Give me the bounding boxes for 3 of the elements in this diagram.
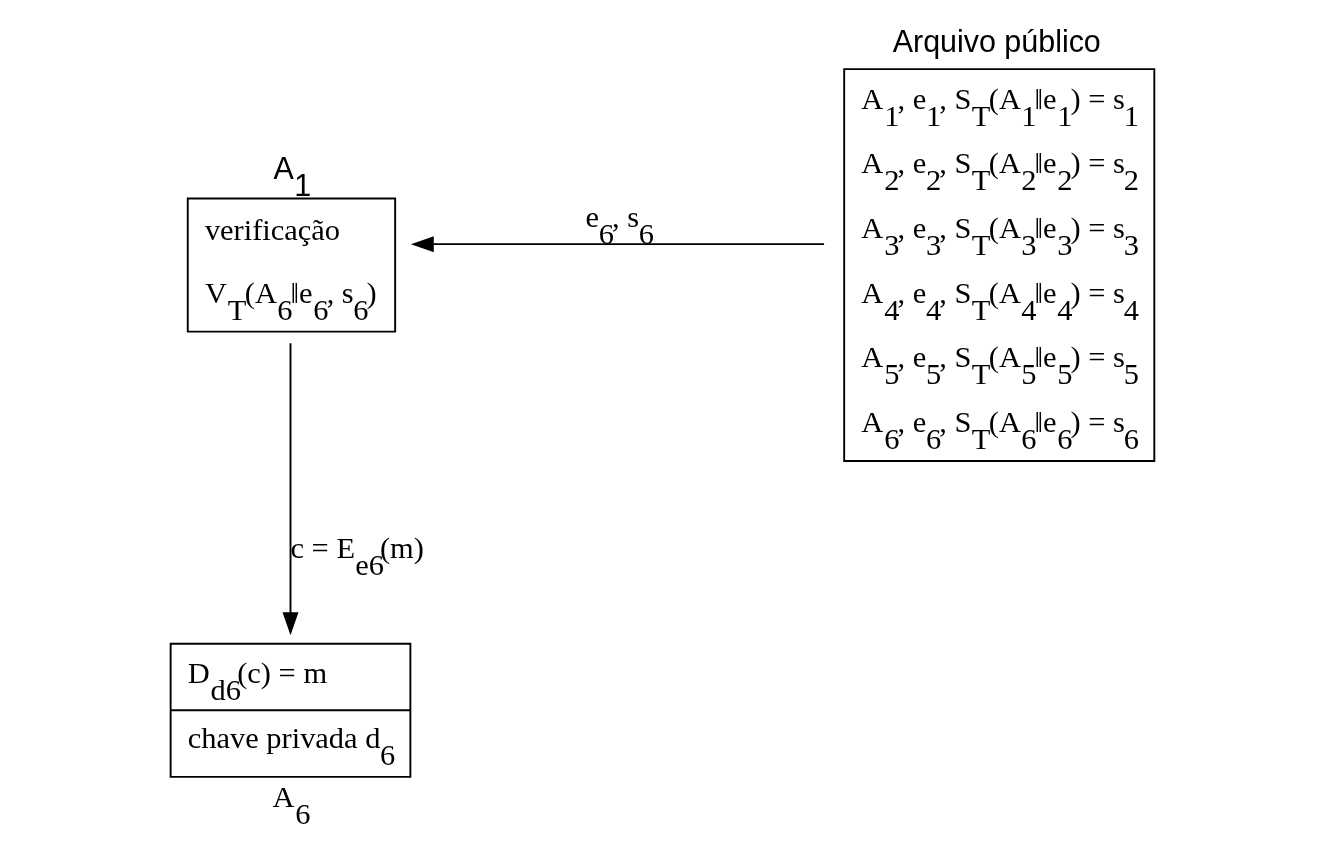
arrow bbox=[282, 342, 299, 636]
arrow bbox=[410, 236, 826, 253]
node-label: Arquivo público bbox=[892, 23, 1101, 58]
